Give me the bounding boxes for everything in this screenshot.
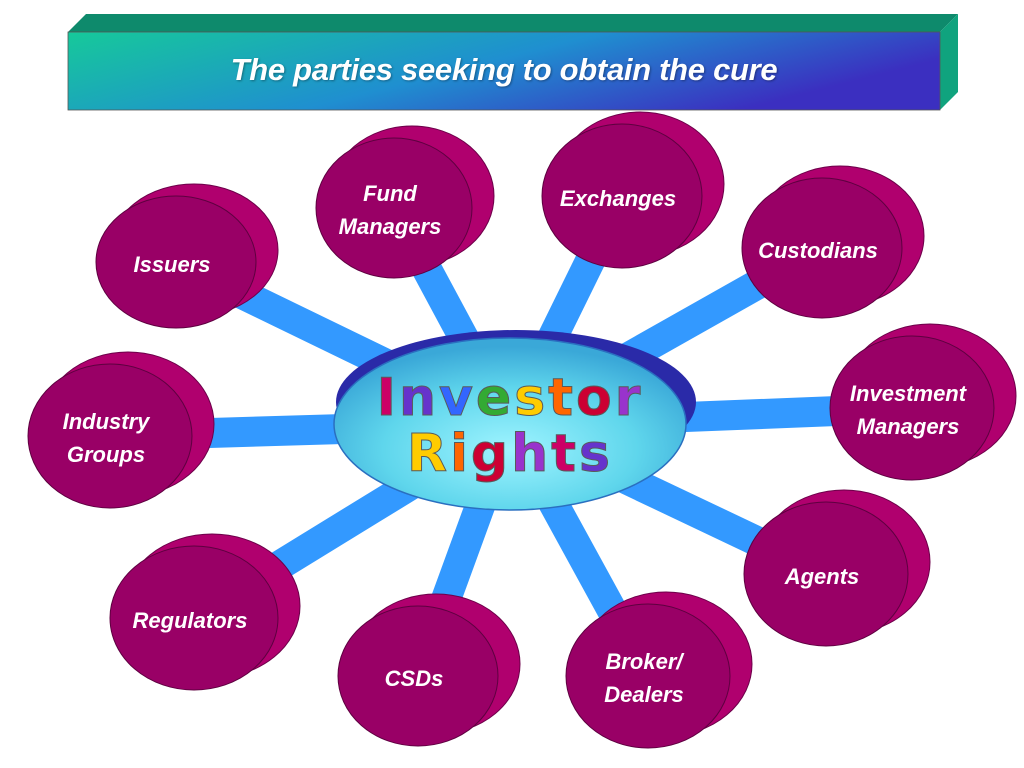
center-title-line2: Rights — [330, 424, 690, 484]
node-agents — [743, 501, 909, 647]
node-label-industry-groups: Industry Groups — [62, 409, 150, 467]
center-letter: s — [514, 368, 549, 428]
center-title-line1: Investor — [330, 368, 690, 428]
center-hub-face — [333, 337, 687, 511]
center-letter: i — [450, 424, 471, 484]
center-letter: e — [475, 368, 515, 428]
center-letter: r — [614, 368, 644, 428]
node-custodians — [741, 177, 903, 319]
center-letter: s — [579, 424, 613, 484]
node-label-agents: Agents — [784, 563, 860, 589]
node-label-issuers: Issuers — [133, 251, 211, 277]
center-letter: t — [548, 368, 576, 428]
center-letter: t — [551, 424, 580, 484]
center-letter: R — [407, 424, 451, 484]
center-letter: g — [470, 424, 512, 484]
banner-side-bevel — [940, 14, 958, 110]
node-issuers — [95, 195, 257, 329]
center-letter: o — [576, 368, 615, 428]
node-label-custodians: Custodians — [758, 237, 878, 263]
node-broker-dealers — [565, 603, 731, 749]
center-letter: I — [376, 368, 399, 428]
node-label-investment-managers: Investment Managers — [849, 381, 967, 439]
banner-face — [67, 31, 941, 111]
node-industry-groups — [27, 363, 193, 509]
node-label-exchanges: Exchanges — [559, 185, 677, 211]
nodes-group — [27, 111, 1017, 749]
node-csds — [337, 605, 499, 747]
node-exchanges — [541, 123, 703, 269]
center-hub — [333, 330, 696, 511]
node-label-regulators: Regulators — [132, 607, 248, 633]
title-banner — [67, 14, 958, 111]
center-title: Investor Rights — [330, 368, 690, 484]
node-label-broker-dealers: Broker/ Dealers — [604, 649, 684, 707]
node-label-csds: CSDs — [384, 665, 444, 691]
center-letter: v — [439, 368, 476, 428]
center-letter: n — [398, 368, 439, 428]
node-investment-managers — [829, 335, 995, 481]
center-letter: h — [511, 424, 552, 484]
node-regulators — [109, 545, 279, 691]
page-title: The parties seeking to obtain the cure — [230, 52, 778, 87]
banner-top-bevel — [68, 14, 958, 32]
node-fund-managers — [315, 137, 473, 279]
node-label-fund-managers: Fund Managers — [338, 181, 442, 239]
